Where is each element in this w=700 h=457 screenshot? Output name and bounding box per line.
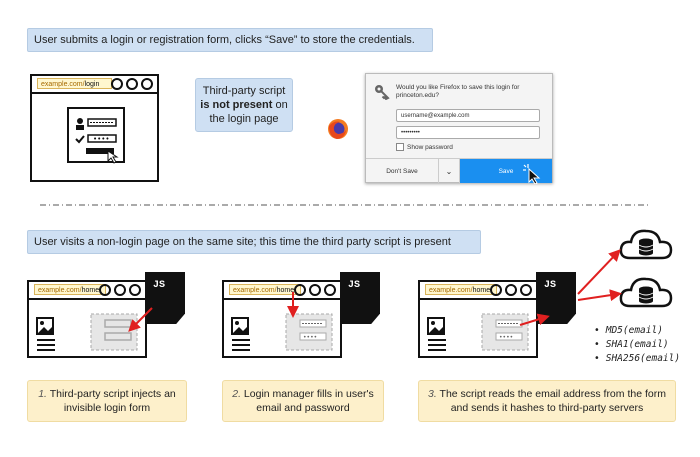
password-check-icon — [75, 135, 85, 144]
url-path: home — [276, 287, 295, 294]
dont-save-label: Don't Save — [386, 167, 418, 175]
step1-line2: invisible login form — [63, 402, 151, 414]
panel3-page-content: •••• — [427, 313, 529, 351]
window-controls — [490, 284, 532, 296]
chevron-down-icon: ⌄ — [445, 166, 453, 176]
url-domain: example.com/ — [41, 81, 85, 88]
save-prompt-text: Would you like Firefox to save this logi… — [396, 84, 520, 99]
url-field: example.com/home — [425, 284, 497, 295]
step1-caption: 1. Third-party script injects an invisib… — [27, 380, 187, 422]
step1-line1: Third-party script injects an — [49, 388, 176, 400]
panel3-exfiltration-arrows — [519, 249, 622, 326]
window-controls — [111, 78, 153, 90]
note-line2-suffix: on — [272, 99, 288, 111]
url-bar: example.com/home — [420, 282, 536, 300]
url-field: example.com/login — [37, 78, 112, 89]
cursor-icon — [107, 150, 119, 164]
person-icon — [76, 118, 84, 130]
js-label: JS — [544, 280, 557, 291]
url-field: example.com/home — [34, 284, 106, 295]
url-path: home — [81, 287, 100, 294]
url-domain: example.com/ — [38, 287, 82, 294]
url-domain: example.com/ — [233, 287, 277, 294]
step1-number: 1. — [38, 388, 47, 400]
url-bar: example.com/home — [29, 282, 145, 300]
firefox-save-login-dialog: Would you like Firefox to save this logi… — [365, 73, 553, 184]
panel1-js-file-icon: JS — [145, 272, 185, 324]
show-password-checkbox[interactable] — [396, 143, 404, 151]
step3-line2: and sends it hashes to third-party serve… — [450, 402, 644, 414]
step2-number: 2. — [232, 388, 241, 400]
read-email-arrow — [519, 313, 550, 326]
send-to-server2-arrow — [577, 289, 622, 302]
url-path: login — [84, 81, 100, 88]
image-icon — [36, 317, 54, 335]
password-field[interactable]: ••••••••• — [396, 126, 540, 139]
url-path: home — [472, 287, 491, 294]
dont-save-dropdown-button[interactable]: ⌄ — [439, 159, 460, 183]
hash-item: SHA1(email) — [594, 338, 680, 352]
step2-line2: email and password — [256, 402, 350, 414]
username-field[interactable]: username@example.com — [396, 109, 540, 122]
url-domain: example.com/ — [429, 287, 473, 294]
no-script-note: Third-party script is not present on the… — [195, 78, 293, 132]
dont-save-button[interactable]: Don't Save — [366, 159, 439, 183]
key-icon — [375, 85, 390, 100]
bottom-caption: User visits a non-login page on the same… — [27, 230, 481, 254]
svg-text:••••: •••• — [93, 135, 110, 143]
js-label: JS — [348, 280, 361, 291]
note-line3: the login page — [209, 113, 279, 125]
step3-number: 3. — [428, 388, 437, 400]
js-label: JS — [153, 280, 166, 291]
hash-item: MD5(email) — [594, 324, 680, 338]
window-controls — [294, 284, 336, 296]
window-controls — [99, 284, 141, 296]
panel2-page-content: •••• — [231, 313, 333, 351]
firefox-logo — [328, 119, 348, 139]
image-icon — [427, 317, 445, 335]
show-password-row[interactable]: Show password — [396, 143, 453, 151]
panel2-browser-window: example.com/home •••• — [222, 280, 342, 358]
panel1-inject-arrow — [128, 307, 153, 332]
send-to-server1-arrow — [577, 249, 621, 295]
svg-text:••••: •••• — [499, 334, 513, 341]
image-icon — [231, 317, 249, 335]
dialog-button-bar: Don't Save ⌄ Save — [366, 158, 552, 184]
url-bar: example.com/home — [224, 282, 340, 300]
svg-text:••••: •••• — [303, 334, 317, 341]
top-caption-text: User submits a login or registration for… — [34, 34, 415, 46]
url-bar: example.com/login — [32, 76, 157, 94]
save-button[interactable]: Save — [460, 159, 552, 184]
step3-line1: The script reads the email address from … — [439, 388, 666, 400]
top-caption: User submits a login or registration for… — [27, 28, 433, 52]
save-label: Save — [498, 167, 514, 175]
step2-line1: Login manager fills in user's — [243, 388, 374, 400]
step2-caption: 2. Login manager fills in user's email a… — [222, 380, 384, 422]
click-cursor-icon — [523, 164, 541, 184]
login-browser-window: example.com/login •••• — [30, 74, 159, 182]
hash-list: MD5(email) SHA1(email) SHA256(email) — [594, 324, 680, 366]
cloud-database-icon — [619, 229, 673, 260]
section-divider — [40, 204, 650, 206]
show-password-label: Show password — [407, 143, 453, 151]
panel2-fill-arrow — [287, 292, 299, 318]
panel2-js-file-icon: JS — [340, 272, 380, 324]
note-line2: is not present — [200, 99, 273, 111]
hash-item: SHA256(email) — [594, 352, 680, 366]
note-line1: Third-party script — [202, 85, 286, 97]
bottom-caption-text: User visits a non-login page on the same… — [34, 236, 451, 248]
login-form-icon: •••• — [67, 107, 125, 164]
step3-caption: 3. The script reads the email address fr… — [418, 380, 676, 422]
